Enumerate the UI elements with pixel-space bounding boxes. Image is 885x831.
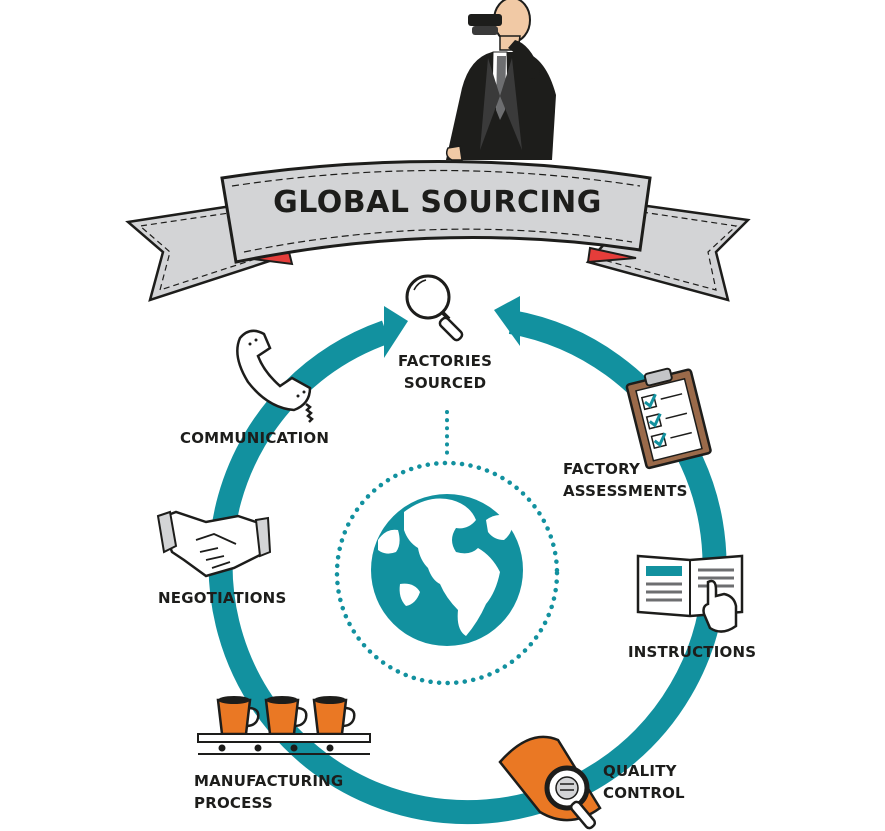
mug-icon	[264, 696, 308, 736]
stage-label-instructions: INSTRUCTIONS	[628, 641, 756, 663]
stage-label-line: NEGOTIATIONS	[158, 589, 287, 607]
stage-label-line: QUALITY	[603, 762, 677, 780]
diagram-title: GLOBAL SOURCING	[273, 185, 602, 220]
open-book-pointer-icon	[636, 554, 744, 633]
stage-label-factory-assessments: FACTORY ASSESSMENTS	[563, 458, 688, 502]
stage-label-line: ASSESSMENTS	[563, 482, 688, 500]
stage-label-line: SOURCED	[403, 374, 487, 392]
cycle-arrowhead-left	[384, 306, 408, 358]
stage-label-line: COMMUNICATION	[180, 429, 330, 447]
stage-label-line: PROCESS	[194, 794, 273, 812]
stage-label-factories-sourced: FACTORIES SOURCED	[398, 350, 492, 394]
stage-label-line: MANUFACTURING	[194, 772, 344, 790]
clipboard-checklist-icon	[625, 367, 712, 470]
stage-label-negotiations: NEGOTIATIONS	[158, 587, 286, 609]
stage-label-line: FACTORY	[563, 460, 641, 478]
mug-icon	[216, 696, 260, 736]
magnifying-glass-icon	[405, 274, 464, 342]
telephone-handset-icon	[236, 329, 314, 423]
cycle-arrowhead-right	[494, 296, 520, 346]
stage-label-line: INSTRUCTIONS	[628, 643, 757, 661]
title-ribbon	[125, 160, 751, 302]
mug-icon	[312, 696, 356, 736]
globe-icon	[334, 410, 560, 686]
stage-label-line: CONTROL	[603, 784, 685, 802]
stage-label-communication: COMMUNICATION	[180, 427, 329, 449]
stage-label-quality-control: QUALITY CONTROL	[603, 760, 685, 804]
inspection-magnifier-icon	[498, 735, 602, 830]
handshake-icon	[156, 510, 272, 578]
stage-label-manufacturing-process: MANUFACTURING PROCESS	[194, 770, 343, 814]
stage-label-line: FACTORIES	[398, 352, 493, 370]
conveyor-mugs-icon	[197, 696, 371, 755]
businessman-binoculars-icon	[445, 0, 556, 161]
